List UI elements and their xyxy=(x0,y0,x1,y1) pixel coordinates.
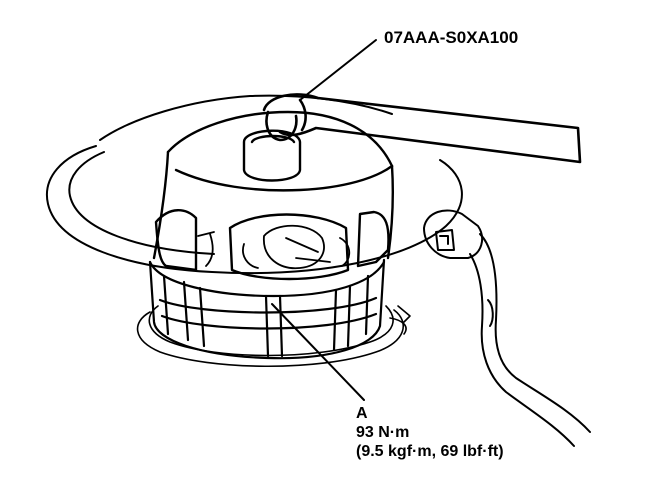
tool-leader-line xyxy=(299,39,377,101)
callout-a-leader-line xyxy=(271,303,365,401)
fuel-pump-internals xyxy=(197,224,351,270)
special-tool-handle xyxy=(262,93,582,164)
electrical-connector xyxy=(423,209,591,447)
callout-a: A 93 N·m (9.5 kgf·m, 69 lbf·ft) xyxy=(356,404,504,461)
locknut-body xyxy=(148,258,386,360)
callout-a-torque-primary: 93 N·m xyxy=(356,424,410,441)
callout-a-torque-secondary: (9.5 kgf·m, 69 lbf·ft) xyxy=(356,443,504,460)
callout-a-letter: A xyxy=(356,405,368,422)
tool-part-number-label: 07AAA-S0XA100 xyxy=(384,28,519,47)
outer-ring xyxy=(45,94,463,275)
